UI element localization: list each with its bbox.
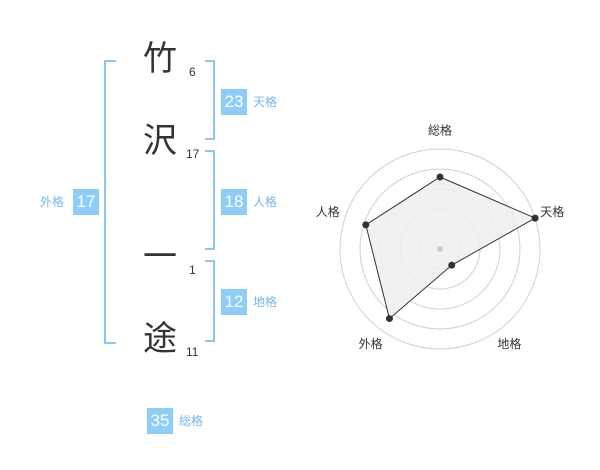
radar-axis-label-1: 総格 — [428, 123, 452, 138]
chikaku-label: 地格 — [253, 295, 278, 309]
name-char-2: 沢 — [143, 121, 177, 161]
tenkaku-label: 天格 — [253, 95, 278, 109]
radar-axis-label-4: 外格 — [359, 336, 383, 351]
radar-center-dot — [437, 246, 443, 252]
jinkaku-bracket — [205, 150, 215, 250]
radar-axis-label-2: 天格 — [540, 204, 564, 219]
jinkaku-value-badge: 18 — [221, 189, 247, 215]
radar-axis-label-3: 地格 — [497, 336, 521, 351]
name-char-3: 一 — [143, 237, 177, 277]
tenkaku-value-badge: 23 — [221, 89, 247, 115]
radar-series-area — [365, 176, 537, 320]
soukaku-label: 総格 — [179, 414, 204, 428]
stroke-count-2: 17 — [186, 147, 200, 161]
gaikaku-bracket — [104, 60, 116, 344]
gaikaku-value-badge: 17 — [73, 189, 99, 215]
radar-point-4 — [385, 315, 393, 323]
radar-ring — [359, 168, 521, 330]
tenkaku-bracket — [205, 60, 215, 140]
stroke-count-3: 1 — [189, 263, 196, 277]
radar-axis-label-5: 人格 — [316, 204, 340, 219]
stroke-count-1: 6 — [189, 65, 196, 79]
name-char-1: 竹 — [143, 39, 177, 79]
radar-ring — [339, 148, 541, 350]
jinkaku-label: 人格 — [253, 195, 278, 209]
radar-point-5 — [362, 221, 370, 229]
stroke-count-4: 11 — [186, 345, 199, 359]
radar-point-2 — [531, 214, 539, 222]
chikaku-value-badge: 12 — [221, 289, 247, 315]
radar-point-1 — [436, 173, 444, 181]
name-char-4: 途 — [143, 319, 177, 359]
chikaku-bracket — [205, 260, 215, 342]
soukaku-value-badge: 35 — [147, 408, 173, 434]
gaikaku-label: 外格 — [40, 195, 65, 209]
radar-point-3 — [448, 261, 456, 269]
